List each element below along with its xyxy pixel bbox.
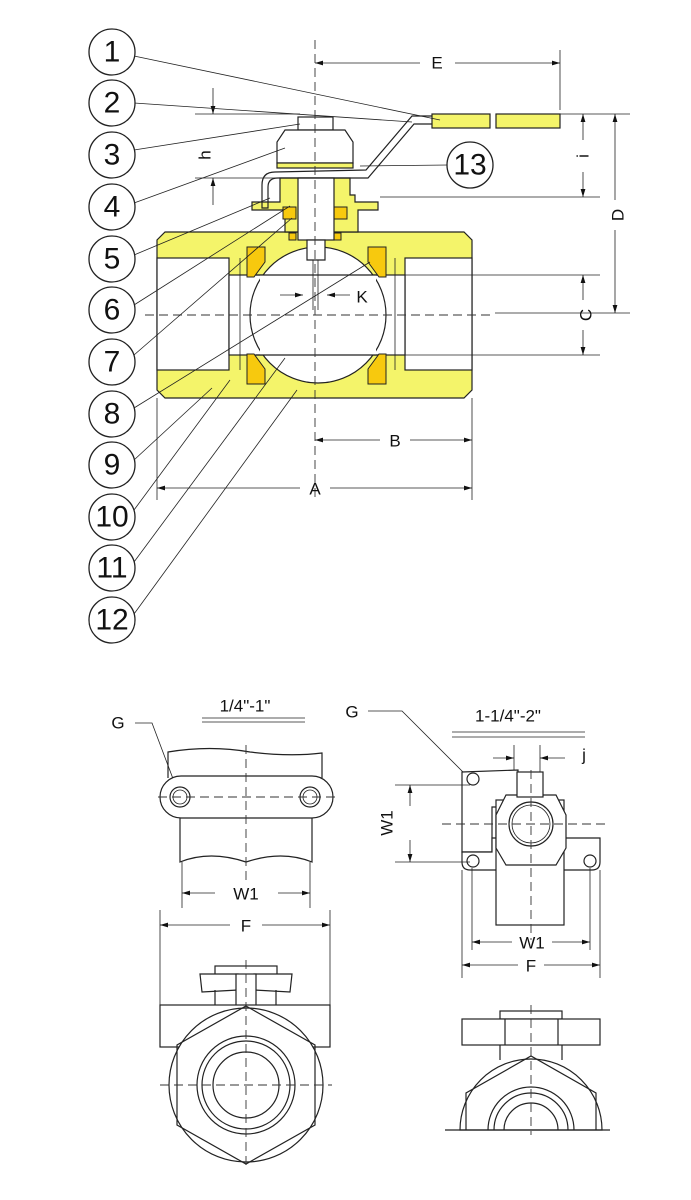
left-port xyxy=(156,257,230,371)
balloon-7: 7 xyxy=(88,338,136,386)
svg-text:1: 1 xyxy=(104,36,121,69)
seat-right-bottom xyxy=(367,353,387,385)
balloon-12: 12 xyxy=(88,596,136,644)
stem-top xyxy=(297,116,334,131)
large-j-label: j xyxy=(581,746,586,765)
svg-text:11: 11 xyxy=(96,552,127,585)
section-dimensions: E h i D C K B A xyxy=(156,50,630,500)
balloon-2: 2 xyxy=(88,79,136,127)
small-size-views: 1/4"-1" G W1 F xyxy=(111,697,335,1165)
svg-text:2: 2 xyxy=(104,87,121,120)
balloon-6: 6 xyxy=(88,286,136,334)
balloon-13: 13 xyxy=(446,141,494,189)
balloon-1: 1 xyxy=(88,28,136,76)
dim-K: K xyxy=(356,288,368,307)
stem xyxy=(297,177,335,241)
svg-text:3: 3 xyxy=(104,139,121,172)
balloon-4: 4 xyxy=(88,183,136,231)
seat-left-top xyxy=(246,246,266,278)
balloon-9: 9 xyxy=(88,441,136,489)
small-F-label: F xyxy=(241,917,251,936)
svg-text:8: 8 xyxy=(104,398,121,431)
small-G-label: G xyxy=(111,714,124,733)
handle-grip-1 xyxy=(431,113,491,129)
large-W1-vertical-label: W1 xyxy=(378,810,397,836)
packing-left xyxy=(282,206,297,220)
svg-text:12: 12 xyxy=(95,604,128,637)
seat-right-top xyxy=(367,246,387,278)
small-size-title: 1/4"-1" xyxy=(220,697,271,716)
right-port xyxy=(404,257,473,371)
dim-C: C xyxy=(577,309,596,321)
large-size-title: 1-1/4"-2" xyxy=(475,707,541,726)
large-size-views: 1-1/4"-2" G j W1 W1 F xyxy=(345,703,610,1135)
packing-right xyxy=(333,206,348,220)
balloon-3: 3 xyxy=(88,131,136,179)
large-W1-label: W1 xyxy=(519,934,545,953)
dim-D: D xyxy=(609,209,628,221)
dim-i: i xyxy=(574,154,593,158)
svg-text:5: 5 xyxy=(104,243,121,276)
dim-E: E xyxy=(431,54,442,73)
balloon-5: 5 xyxy=(88,235,136,283)
small-W1-label: W1 xyxy=(233,885,259,904)
balloon-8: 8 xyxy=(88,390,136,438)
svg-text:7: 7 xyxy=(104,346,121,379)
large-F-label: F xyxy=(526,957,536,976)
part-balloons: 1 2 3 4 5 6 7 8 9 10 11 12 13 xyxy=(88,28,494,644)
balloon-10: 10 xyxy=(88,493,136,541)
handle-grip-2 xyxy=(495,113,561,129)
svg-text:4: 4 xyxy=(104,191,121,224)
dim-h: h xyxy=(196,150,215,159)
svg-text:9: 9 xyxy=(104,449,121,482)
section-view xyxy=(145,40,561,500)
svg-text:10: 10 xyxy=(95,501,128,534)
seat-left-bottom xyxy=(246,353,266,385)
balloon-11: 11 xyxy=(88,544,136,592)
dim-B: B xyxy=(389,432,400,451)
svg-text:13: 13 xyxy=(453,149,486,182)
leader-lines xyxy=(133,55,449,615)
large-G-label: G xyxy=(345,703,358,722)
svg-text:6: 6 xyxy=(104,294,121,327)
dim-A: A xyxy=(309,480,321,499)
